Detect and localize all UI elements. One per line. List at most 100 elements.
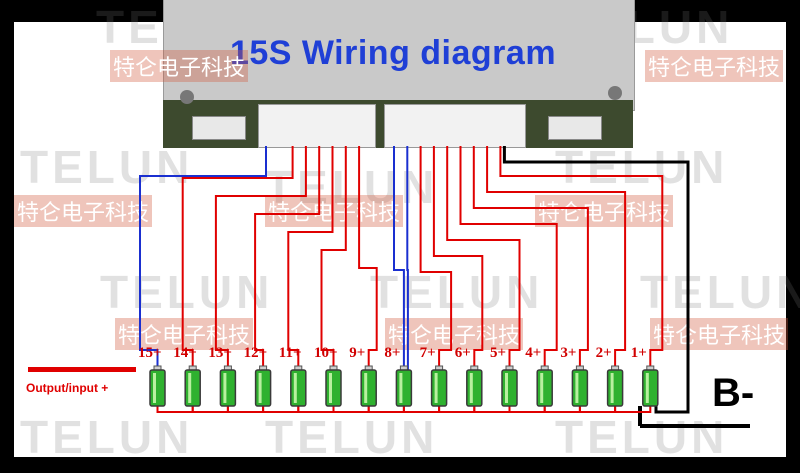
battery-cell xyxy=(430,369,448,407)
diagram-title: 15S Wiring diagram xyxy=(229,34,557,72)
sense-wire-blue-8b xyxy=(406,146,409,370)
battery-highlight xyxy=(364,373,368,403)
sense-wire xyxy=(499,146,664,370)
cell-label: 10+ xyxy=(314,345,338,361)
connector-left-main xyxy=(258,104,376,148)
cell-link xyxy=(156,406,194,413)
cell-label: 13+ xyxy=(208,345,232,361)
battery-cell xyxy=(642,369,659,407)
battery-highlight xyxy=(610,373,614,403)
watermark-telun: TELUN xyxy=(20,141,194,193)
watermark-telun: TELUN xyxy=(555,141,729,193)
battery-cell xyxy=(395,369,413,407)
cell-link xyxy=(578,406,617,413)
sense-wire xyxy=(320,146,347,370)
battery-cell xyxy=(254,369,272,407)
cell-label: 1+ xyxy=(630,345,647,361)
cell-label: 11+ xyxy=(278,345,302,361)
battery-cell xyxy=(325,369,342,407)
cell-link xyxy=(508,406,546,413)
battery-cell xyxy=(536,369,553,407)
watermark-cn: 特仑电子科技 xyxy=(650,318,789,350)
watermark-telun: TELUN xyxy=(265,411,439,463)
battery-highlight xyxy=(258,373,262,403)
battery-highlight xyxy=(540,373,544,403)
watermark-cn: 特仑电子科技 xyxy=(645,50,784,82)
frame-right xyxy=(786,0,800,473)
cell-link xyxy=(614,406,652,413)
battery-highlight xyxy=(505,373,508,403)
battery-cell xyxy=(501,369,518,407)
cell-label: 3+ xyxy=(560,345,577,361)
battery-cell xyxy=(360,369,377,407)
battery-cell xyxy=(219,369,237,407)
watermark-telun: TELUN xyxy=(370,266,544,318)
cell-link xyxy=(543,406,581,413)
battery-cell xyxy=(606,369,624,407)
battery-highlight xyxy=(188,373,192,403)
cell-link xyxy=(332,406,370,413)
sense-wire xyxy=(358,146,378,370)
cell-label: 4+ xyxy=(525,345,542,361)
cell-label: 15+ xyxy=(138,345,162,361)
frame-bottom xyxy=(0,457,800,473)
cell-link xyxy=(262,406,300,413)
battery-cell xyxy=(571,369,589,407)
sense-wire-blue-8 xyxy=(393,146,405,370)
cell-label: 12+ xyxy=(243,345,268,361)
sense-wire xyxy=(486,146,627,370)
battery-highlight xyxy=(153,373,156,403)
battery-highlight xyxy=(293,373,297,403)
sense-wire xyxy=(446,146,521,370)
battery-highlight xyxy=(329,373,332,403)
cell-label: 7+ xyxy=(419,345,436,361)
cell-link xyxy=(191,406,229,413)
watermark-telun: TELUN xyxy=(20,411,194,463)
sense-wire xyxy=(287,146,334,370)
cell-label: 6+ xyxy=(454,345,471,361)
cell-link xyxy=(367,406,405,413)
cell-link xyxy=(438,406,476,413)
mounting-hole xyxy=(608,86,622,100)
sense-wire xyxy=(181,146,294,370)
battery-highlight xyxy=(575,373,579,403)
watermark-cn: 特仑电子科技 xyxy=(535,195,674,227)
connector-right-main xyxy=(384,104,526,148)
cell-link xyxy=(402,406,441,413)
connector-left-small xyxy=(192,116,246,140)
watermark-telun: TELUN xyxy=(100,266,274,318)
sense-wire xyxy=(472,146,589,370)
bms-board xyxy=(163,0,635,111)
watermark-telun: TELUN xyxy=(640,266,800,318)
cell-label: 8+ xyxy=(384,345,401,361)
b-minus-label: B- xyxy=(712,371,755,415)
cell-label: 5+ xyxy=(490,345,507,361)
sense-wire-blue-15 xyxy=(139,146,267,370)
cell-link xyxy=(226,406,265,413)
watermark-cn: 特仑电子科技 xyxy=(14,195,153,227)
b-minus-wire xyxy=(502,146,690,414)
cell-label: 14+ xyxy=(173,345,197,361)
connector-right-small xyxy=(548,116,602,140)
mounting-hole xyxy=(180,90,194,104)
battery-cell xyxy=(149,369,166,407)
output-positive-lead xyxy=(28,367,136,372)
sense-wire xyxy=(432,146,484,370)
output-label: Output/input + xyxy=(26,381,109,395)
sense-wire xyxy=(254,146,321,370)
battery-highlight xyxy=(399,373,403,403)
battery-cell xyxy=(466,369,483,407)
battery-cell xyxy=(184,369,201,407)
cell-link xyxy=(297,406,335,413)
battery-cell xyxy=(290,369,307,407)
battery-highlight xyxy=(223,373,227,403)
sense-wire xyxy=(214,146,307,370)
sense-wire xyxy=(419,146,453,370)
cell-label: 9+ xyxy=(349,345,366,361)
battery-highlight xyxy=(645,373,649,403)
cell-link xyxy=(473,406,511,413)
cell-label: 2+ xyxy=(595,345,612,361)
battery-highlight xyxy=(469,373,473,403)
